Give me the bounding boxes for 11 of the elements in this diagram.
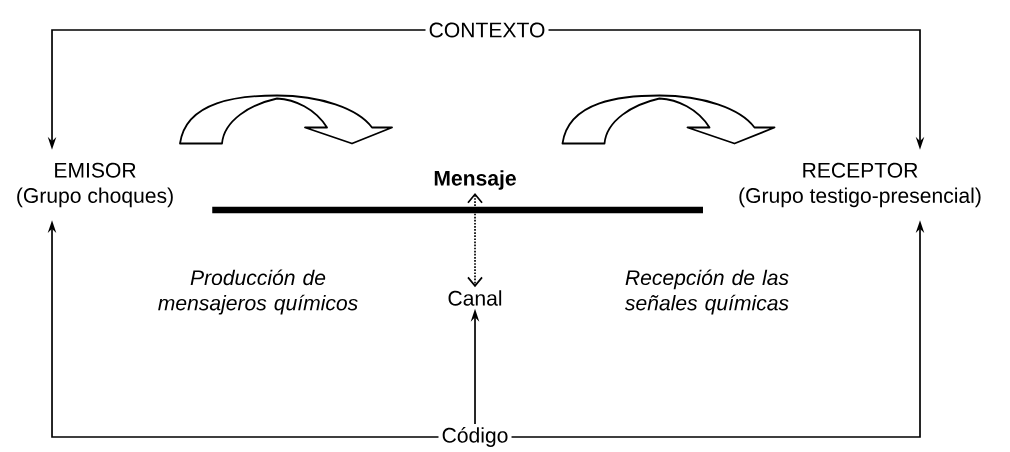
node-label: Mensaje: [434, 170, 516, 190]
curved-block-arrow: [561, 94, 776, 145]
italic-note: Producción de mensajeros químicos: [158, 269, 358, 315]
node-label: EMISOR (Grupo choques): [17, 162, 173, 208]
double-arrow: [467, 192, 483, 288]
node-label: Código: [442, 427, 508, 447]
node-label: Canal: [448, 290, 502, 306]
node-label: RECEPTOR (Grupo testigo-presencial): [739, 162, 981, 208]
italic-note: Recepción de las señales químicas: [625, 269, 789, 315]
curved-block-arrow: [179, 94, 393, 145]
node-label: CONTEXTO: [429, 22, 545, 38]
